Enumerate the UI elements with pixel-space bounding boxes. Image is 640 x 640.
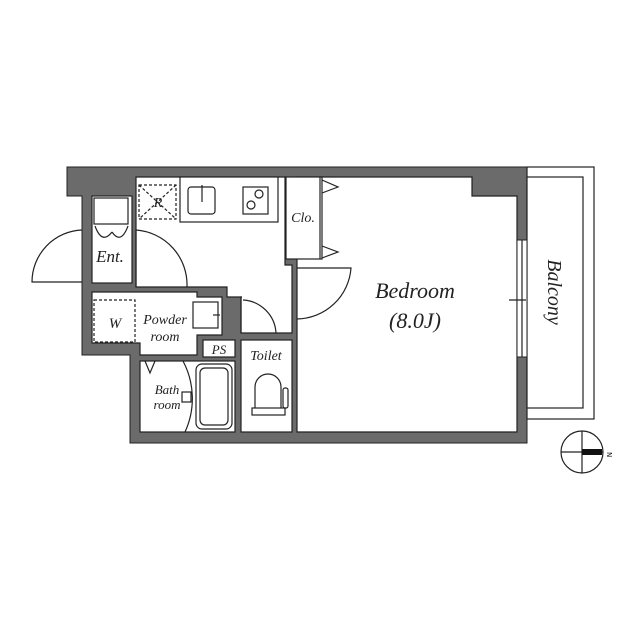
north-label: N <box>605 452 613 457</box>
pipe-space-label: PS <box>211 342 227 357</box>
refrigerator: R <box>138 184 177 220</box>
entrance-label: Ent. <box>95 247 124 266</box>
pipe-space <box>202 339 236 358</box>
bedroom-size: (8.0J) <box>389 308 441 333</box>
bathroom-label: Bath <box>155 382 180 397</box>
door-arc <box>135 229 188 288</box>
toilet-room: Toilet <box>240 296 293 433</box>
powder-room-label-2: room <box>150 330 179 345</box>
bedroom: Bedroom (8.0J) <box>296 176 518 433</box>
entrance: Ent. <box>31 195 133 284</box>
bathroom-label-2: room <box>154 397 181 412</box>
window <box>509 239 528 358</box>
bathroom: Bath room <box>139 360 236 433</box>
refrigerator-label: R <box>153 196 163 211</box>
compass-icon: N <box>560 430 613 474</box>
closet-label: Clo. <box>291 211 315 226</box>
washer-space <box>93 299 136 343</box>
powder-room-label: Powder <box>142 313 187 328</box>
bathtub-icon <box>195 363 233 430</box>
toilet-label: Toilet <box>250 349 282 364</box>
bedroom-label: Bedroom <box>375 278 455 303</box>
washer-label: W <box>109 316 123 332</box>
powder-room: W Powder room <box>91 291 223 356</box>
kitchen-counter <box>179 176 279 223</box>
closet: Clo. <box>285 176 340 260</box>
balcony-label: Balcony <box>543 259 565 325</box>
toilet-icon <box>254 373 282 411</box>
balcony: Balcony <box>526 166 595 420</box>
